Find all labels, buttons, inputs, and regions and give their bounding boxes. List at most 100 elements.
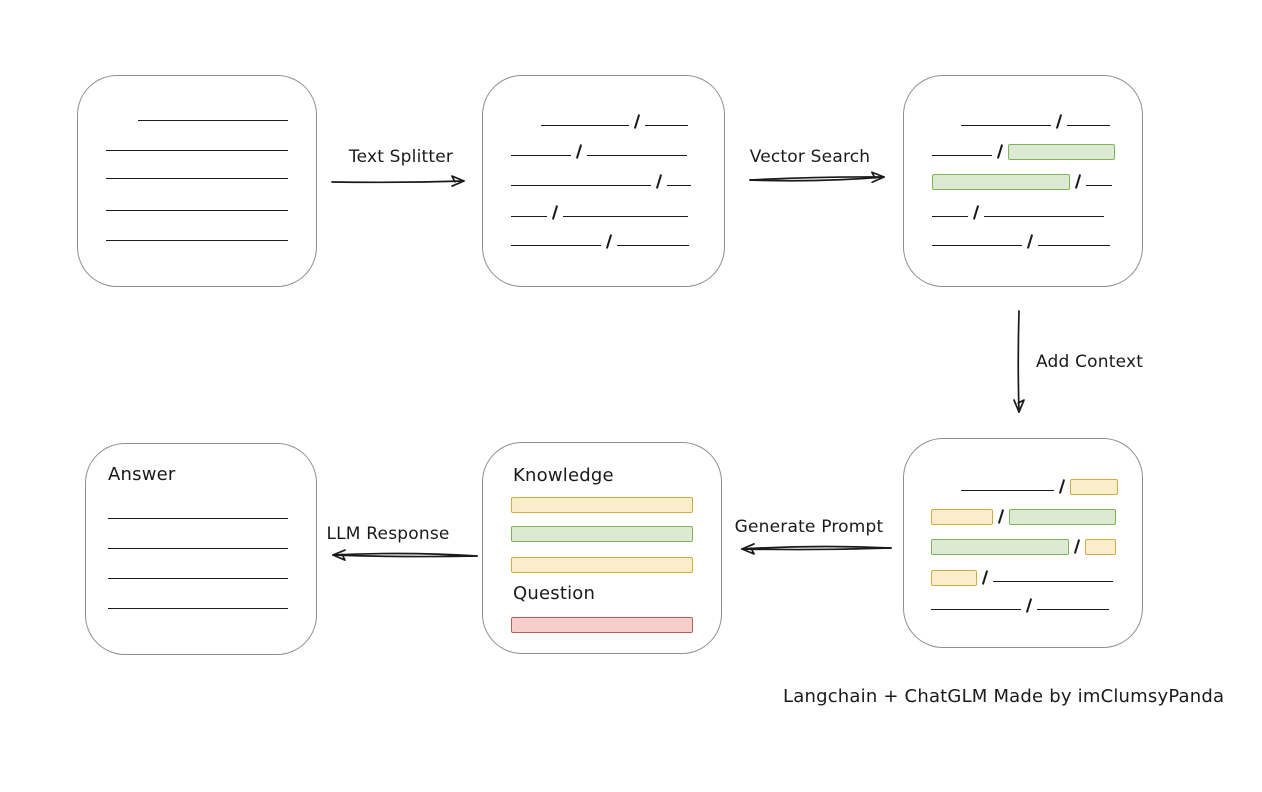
heading-question: Question [513, 583, 596, 604]
slash-separator-icon [1058, 479, 1066, 494]
text-line [1086, 185, 1112, 186]
content-row [106, 163, 288, 181]
highlight-chunk-yellow [931, 570, 977, 586]
text-line [617, 245, 689, 246]
slash-separator-icon [997, 509, 1005, 524]
text-line [138, 120, 288, 121]
arrow-add-context [1013, 310, 1025, 413]
text-line [106, 178, 288, 179]
text-line [993, 581, 1113, 582]
text-line [932, 216, 968, 217]
text-line [511, 216, 547, 217]
arrow-label-add-context: Add Context [1036, 352, 1144, 372]
text-line [645, 125, 688, 126]
text-line [511, 185, 651, 186]
content-row [106, 225, 288, 243]
slash-separator-icon [551, 205, 559, 220]
content-row [511, 493, 693, 513]
highlight-chunk-yellow [511, 557, 693, 573]
content-row [931, 505, 1116, 525]
text-line [1038, 245, 1110, 246]
text-line [106, 210, 288, 211]
credit-caption: Langchain + ChatGLM Made by imClumsyPand… [783, 686, 1225, 707]
text-line [931, 609, 1021, 610]
arrow-generate-prompt [741, 543, 892, 555]
text-line [108, 578, 288, 579]
arrow-vector-search [749, 171, 885, 184]
highlight-chunk-yellow [1085, 539, 1116, 555]
slash-separator-icon [605, 234, 613, 249]
text-line [108, 608, 288, 609]
content-row [961, 475, 1118, 495]
content-row [511, 553, 693, 573]
arrow-llm-response [332, 549, 478, 561]
highlight-chunk-green [511, 526, 693, 542]
slash-separator-icon [655, 174, 663, 189]
text-line [932, 155, 992, 156]
text-line [1067, 125, 1110, 126]
slash-separator-icon [1055, 114, 1063, 129]
slash-separator-icon [1074, 174, 1082, 189]
text-line [961, 490, 1054, 491]
arrow-label-vector-search: Vector Search [749, 147, 871, 167]
text-line [1037, 609, 1109, 610]
text-line [108, 518, 288, 519]
text-line [511, 155, 571, 156]
text-line [563, 216, 688, 217]
arrow-label-generate-prompt: Generate Prompt [734, 517, 884, 537]
highlight-chunk-green [1008, 144, 1115, 160]
content-row [511, 613, 693, 633]
slash-separator-icon [981, 570, 989, 585]
slash-separator-icon [575, 144, 583, 159]
heading-answer: Answer [108, 464, 176, 485]
content-row [961, 110, 1110, 129]
node-context-chunks [903, 438, 1143, 648]
heading-knowledge: Knowledge [513, 465, 614, 486]
content-row [932, 201, 1104, 220]
highlight-chunk-red [511, 617, 693, 633]
slash-separator-icon [1073, 539, 1081, 554]
content-row [511, 522, 693, 542]
node-answer: Answer [85, 443, 317, 655]
content-row [932, 230, 1110, 249]
content-row [931, 566, 1113, 586]
text-line [961, 125, 1051, 126]
text-line [106, 240, 288, 241]
arrow-label-text-splitter: Text Splitter [348, 147, 454, 167]
text-line [108, 548, 288, 549]
content-row [138, 105, 288, 123]
arrow-label-llm-response: LLM Response [326, 524, 450, 544]
highlight-chunk-yellow [511, 497, 693, 513]
content-row [108, 563, 288, 581]
text-line [932, 245, 1022, 246]
content-row [108, 593, 288, 611]
highlight-chunk-yellow [1070, 479, 1118, 495]
content-row [511, 170, 691, 189]
content-row [932, 170, 1112, 190]
node-source-document [77, 75, 317, 287]
text-line [511, 245, 601, 246]
highlight-chunk-green [1009, 509, 1116, 525]
text-line [984, 216, 1104, 217]
content-row [106, 195, 288, 213]
text-line [106, 150, 288, 151]
highlight-chunk-green [931, 539, 1069, 555]
content-row [511, 201, 688, 220]
slash-separator-icon [996, 144, 1004, 159]
content-row [931, 594, 1109, 613]
node-text-chunks [482, 75, 725, 287]
content-row [108, 533, 288, 551]
slash-separator-icon [972, 205, 980, 220]
slash-separator-icon [633, 114, 641, 129]
content-row [931, 535, 1116, 555]
content-row [106, 135, 288, 153]
arrow-text-splitter [331, 175, 465, 187]
content-row [541, 110, 688, 129]
text-line [541, 125, 629, 126]
content-row [511, 230, 689, 249]
node-matched-chunks [903, 75, 1143, 287]
slash-separator-icon [1026, 234, 1034, 249]
text-line [667, 185, 691, 186]
